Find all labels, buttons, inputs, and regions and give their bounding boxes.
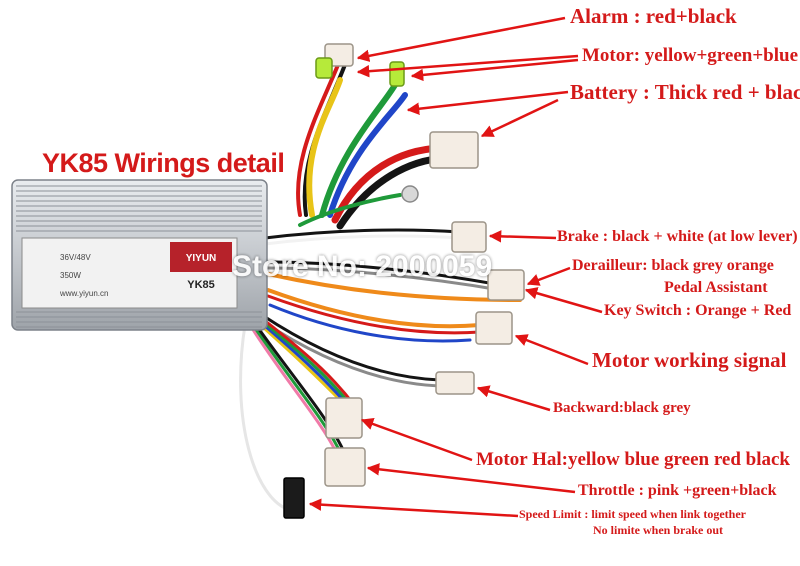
- throttle-connector: [324, 447, 366, 487]
- key-switch-label: Key Switch : Orange + Red: [604, 302, 792, 319]
- motor-hal-label: Motor Hal:yellow blue green red black: [476, 449, 791, 470]
- controller-model: YK85: [187, 279, 215, 291]
- alarm-label: Alarm : red+black: [570, 4, 737, 28]
- controller-spec-1: 36V/48V: [60, 253, 91, 262]
- heatsink-fins: [16, 185, 262, 328]
- motor-hall-connector: [325, 397, 363, 439]
- throttle-label: Throttle : pink +green+black: [578, 482, 777, 499]
- backward-label: Backward:black grey: [553, 400, 691, 416]
- derailleur-connector: [487, 269, 525, 301]
- backward-connector: [435, 371, 475, 395]
- speed-limit-connector: [283, 477, 305, 519]
- pedal-assistant-label: Pedal Assistant: [664, 279, 768, 296]
- battery-connector: [429, 131, 479, 169]
- key-switch-connector: [475, 311, 513, 345]
- motor-working-signal-label: Motor working signal: [592, 348, 787, 372]
- diagram-title: YK85 Wirings detail: [42, 148, 285, 178]
- brake-label: Brake : black + white (at low lever): [557, 228, 798, 245]
- controller-box: [11, 179, 268, 331]
- callout-arrows: [308, 16, 603, 518]
- speed-limit-label: Speed Limit : limit speed when link toge…: [519, 507, 746, 521]
- speed-limit-note: No limite when brake out: [593, 523, 723, 537]
- store-watermark: Store No: 2000059: [232, 250, 493, 283]
- controller-brand: YIYUN: [186, 253, 217, 264]
- motor-bullet-green: [389, 61, 405, 87]
- wire-bundle: [239, 58, 522, 512]
- controller-spec-3: www.yiyun.cn: [59, 289, 108, 298]
- motor-label: Motor: yellow+green+blue: [582, 45, 799, 66]
- controller-spec-2: 350W: [60, 271, 81, 280]
- derailleur-label: Derailleur: black grey orange: [572, 257, 774, 274]
- eyelet-terminal: [401, 185, 419, 203]
- battery-label: Battery : Thick red + black: [570, 80, 800, 104]
- motor-bullet-yellow: [315, 57, 333, 79]
- brake-connector: [451, 221, 487, 253]
